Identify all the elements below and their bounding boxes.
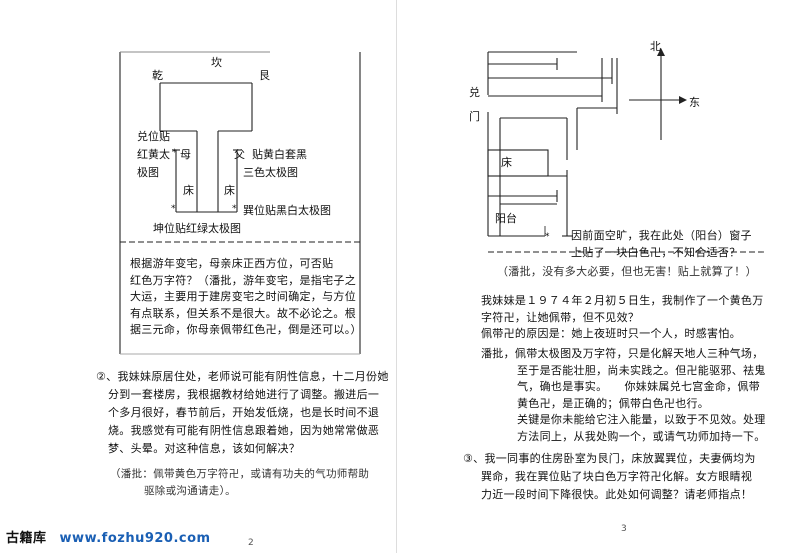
reply-2-line: 方法同上，从我处购一个，或请气功师加持一下。 <box>517 429 766 443</box>
dui-label-line1: 兑位贴 <box>137 130 170 143</box>
left-floor-plan-diagram <box>119 51 361 355</box>
balcony-note-line: 上贴了一块白色卍，不知合适否？ <box>571 245 741 259</box>
reply-2-line: 潘批，佩带太极图及万字符，只是化解天地人三种气场， <box>481 347 764 360</box>
bed-marker-right: * <box>232 204 237 214</box>
bed-label: 床 <box>501 156 512 169</box>
dui-label: 兑 <box>469 86 480 99</box>
site-url: www.fozhu920.com <box>59 531 211 546</box>
question-2-paragraph: ②、我妹妹原居住处，老师说可能有阴性信息，十二月份她 分到一套楼房，我根据教材给… <box>96 368 391 458</box>
right-page-number: 3 <box>621 524 627 534</box>
question-3-paragraph: ③、我一同事的住房卧室为艮门，床放翼巽位，夫妻俩均为 巽命，我在巽位贴了块白色万… <box>463 450 789 504</box>
question-3-line: 巽命，我在巽位贴了块白色万字符卍化解。女方眼睛视 <box>481 470 753 483</box>
balcony-label: 阳台 <box>495 212 517 225</box>
right-bed-label: 床 <box>224 184 235 197</box>
qian-direction-label: 乾 <box>152 69 163 82</box>
question-2-line: 梦、头晕。对这种信息，该如何解决？ <box>108 442 301 455</box>
right-page: 北 东 兑 门 床 阳台 * 因前面空旷，我在此处（阳台）窗子 上贴了一块白色卍… <box>397 0 793 553</box>
reply-2-line: 至于是否能壮胆，尚未实践之。但卍能驱邪、祛鬼 <box>517 363 766 377</box>
question-2-line: 个多月很好，春节前后，开始发低烧，也是长时间不退 <box>108 406 380 419</box>
left-page-number: 2 <box>248 538 254 548</box>
question-2-reply-line: （潘批：佩带黄色万字符卍，或请有功夫的气功师帮助 <box>110 468 370 480</box>
answer-box-line: 据三元命，你母亲佩带红色卍，倒是还可以。） <box>130 323 362 336</box>
sister-line: 字符卍，让她佩带，但不见效？ <box>481 310 640 324</box>
gen-direction-label: 艮 <box>259 69 270 82</box>
left-bed-label: 床 <box>183 184 194 197</box>
right-floor-plan-diagram <box>487 48 767 253</box>
answer-box-line: 红色万字符？（潘批，游年变宅，是指宅子之 <box>130 273 356 287</box>
question-2-line: 分到一套楼房，我根据教材给她进行了调整。搬进后一 <box>108 388 380 401</box>
answer-box-line: 大运，主要用于建房变宅之时间确定，与方位 <box>130 290 356 303</box>
site-watermark: 古籍库 www.fozhu920.com <box>6 527 211 546</box>
question-2-line: ②、我妹妹原居住处，老师说可能有阴性信息，十二月份她 <box>96 370 389 383</box>
question-2-line: 烧。我感觉有可能有阴性信息跟着她，因为她常常做恶 <box>108 424 380 437</box>
balcony-note: 因前面空旷，我在此处（阳台）窗子 上贴了一块白色卍，不知合适否？ <box>571 228 785 261</box>
question-3-line: 力近一段时间下降很快。此处如何调整？请老师指点！ <box>481 488 753 501</box>
reply-2-line: 关键是你未能给它注入能量，以致于不见效。处理 <box>517 413 766 426</box>
sister-paragraph: 我妹妹是１９７４年２月初５日生，我制作了一个黄色万 字符卍，让她佩带，但不见效？… <box>481 293 787 343</box>
question-3-line: ③、我一同事的住房卧室为艮门，床放翼巽位，夫妻俩均为 <box>463 452 756 465</box>
bed-marker-left: * <box>171 204 176 214</box>
fu-label: 父 <box>234 148 245 161</box>
page-gutter <box>396 0 397 553</box>
reply-2-line: 气，确也是事实。 你妹妹属兑七宫金命，佩带 <box>517 380 761 393</box>
balcony-marker: * <box>545 232 550 242</box>
site-name: 古籍库 <box>6 531 47 546</box>
xun-note: 巽位贴黑白太极图 <box>243 204 331 217</box>
balcony-note-line: 因前面空旷，我在此处（阳台）窗子 <box>571 229 752 242</box>
answer-box-line: 有点联系，但关系不是很大。故不必论之。根 <box>130 306 356 320</box>
reply-1: （潘批，没有多大必要，但也无害！贴上就算了！） <box>497 265 757 278</box>
left-page: 坎 乾 艮 兑位贴 红黄太 极图 母 * 父 贴黄白套黑 三色太极图 床 床 *… <box>6 51 392 548</box>
north-label: 北 <box>650 40 661 53</box>
question-2-reply-line: 驱除或沟通请走）。 <box>144 485 236 497</box>
mu-label: 母 <box>180 148 191 161</box>
dui-label-line2: 红黄太 <box>137 148 170 161</box>
sanse-taiji-label: 三色太极图 <box>243 166 298 179</box>
fu-note: 贴黄白套黑 <box>252 148 307 161</box>
sister-line: 我妹妹是１９７４年２月初５日生，我制作了一个黄色万 <box>481 294 764 307</box>
reply-2-line: 黄色卍，是正确的；佩带白色卍也行。 <box>517 396 710 410</box>
answer-box-text: 根据游年变宅，母亲床正西方位，可否贴 红色万字符？（潘批，游年变宅，是指宅子之 … <box>130 256 362 339</box>
question-2-reply: （潘批：佩带黄色万字符卍，或请有功夫的气功师帮助 驱除或沟通请走）。 <box>110 466 392 500</box>
mu-marker: * <box>172 148 177 158</box>
east-label: 东 <box>689 96 700 109</box>
door-label: 门 <box>469 110 480 123</box>
kan-direction-label: 坎 <box>211 56 222 69</box>
dui-label-line3: 极图 <box>137 166 159 179</box>
sister-line: 佩带卍的原因是：她上夜班时只一个人，时感害怕。 <box>481 327 741 340</box>
kun-note: 坤位贴红绿太极图 <box>153 222 241 235</box>
answer-box-line: 根据游年变宅，母亲床正西方位，可否贴 <box>130 257 334 270</box>
reply-2: 潘批，佩带太极图及万字符，只是化解天地人三种气场， 至于是否能壮胆，尚未实践之。… <box>481 346 787 445</box>
